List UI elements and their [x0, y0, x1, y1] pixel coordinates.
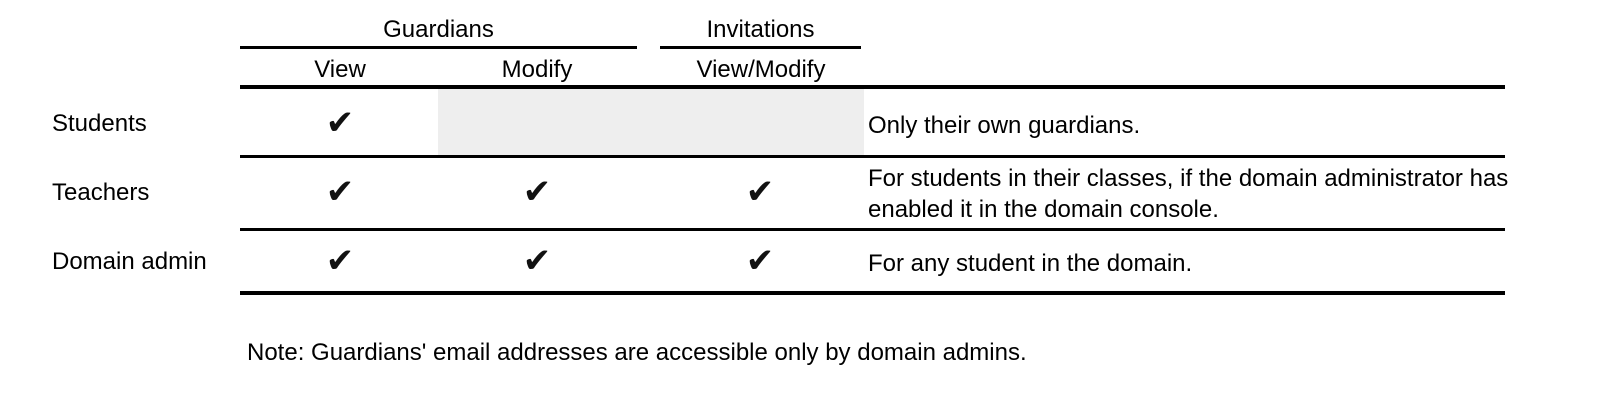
table-footnote: Note: Guardians' email addresses are acc… [247, 339, 1027, 366]
row-description-domain-admin: For any student in the domain. [868, 250, 1193, 277]
cell-check-teachers-invitations-view-modify: ✔ [745, 172, 775, 212]
column-group-invitations-label: Invitations [706, 16, 815, 43]
cell-check-domain-admin-invitations-view-modify: ✔ [745, 241, 775, 281]
column-group-invitations-rule [660, 46, 861, 49]
row-label-teachers: Teachers [52, 179, 150, 206]
row-description-students: Only their own guardians. [868, 112, 1141, 139]
cell-check-teachers-guardians-modify: ✔ [522, 172, 552, 212]
column-header-view-modify: View/Modify [696, 56, 826, 83]
cell-check-domain-admin-guardians-view: ✔ [325, 241, 355, 281]
row-separator-2 [240, 228, 1505, 231]
column-group-guardians-label: Guardians [383, 16, 494, 43]
cell-check-domain-admin-guardians-modify: ✔ [522, 241, 552, 281]
cell-shaded-students-modify-invitations [438, 89, 864, 155]
cell-check-students-guardians-view: ✔ [325, 103, 355, 143]
row-description-teachers: For students in their classes, if the do… [868, 165, 1509, 223]
row-separator-1 [240, 155, 1505, 158]
column-header-modify: Modify [501, 56, 573, 83]
table-bottom-rule [240, 291, 1505, 295]
cell-check-teachers-guardians-view: ✔ [325, 172, 355, 212]
row-label-students: Students [52, 110, 147, 137]
column-group-guardians-rule [240, 46, 637, 49]
column-header-view: View [314, 56, 366, 83]
row-label-domain-admin: Domain admin [52, 248, 207, 275]
table-header-rule [240, 85, 1505, 89]
